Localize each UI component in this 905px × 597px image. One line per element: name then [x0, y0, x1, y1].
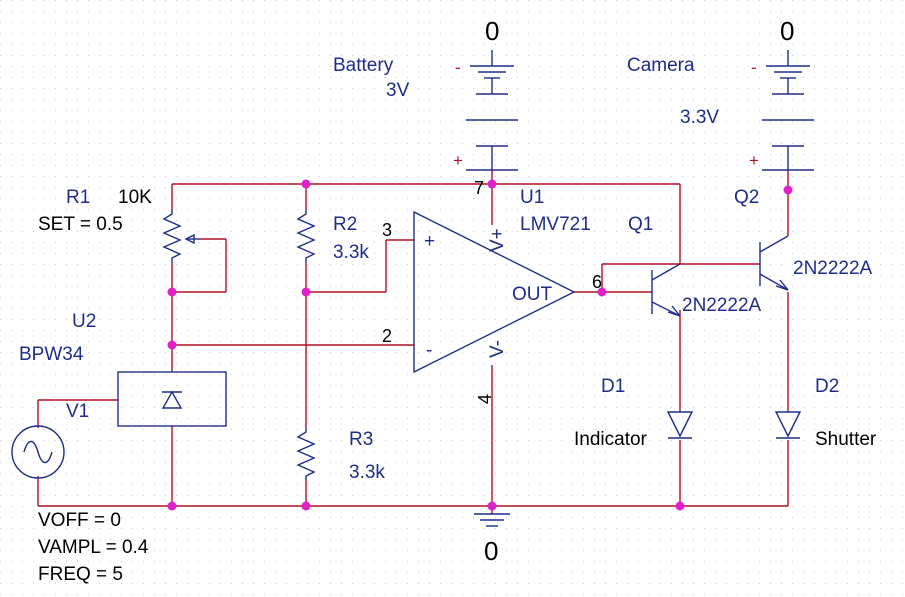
r3-name: R3	[349, 429, 373, 450]
bottom-ground-label: 0	[484, 536, 498, 566]
battery-name: Battery	[333, 55, 394, 76]
q2-name: Q2	[734, 187, 759, 208]
battery-symbol	[466, 50, 518, 171]
wires	[37, 170, 789, 514]
r1-set-param: SET = 0.5	[38, 214, 123, 235]
r1-value: 10K	[118, 187, 152, 208]
u1-minus-sign: -	[426, 340, 432, 361]
camera-value: 3.3V	[680, 107, 719, 128]
d1-diode	[666, 411, 694, 439]
u1-vminus-label: V-	[487, 340, 508, 358]
d2-diode	[774, 411, 802, 439]
r1-potentiometer	[162, 210, 200, 262]
u1-part: LMV721	[520, 214, 591, 235]
u2-photodiode	[117, 371, 227, 427]
q2-part: 2N2222A	[793, 258, 873, 279]
q2-transistor	[759, 235, 789, 291]
u1-pin-7: 7	[474, 178, 484, 198]
u1-pin-2: 2	[382, 326, 392, 346]
d1-name: D1	[601, 376, 625, 397]
u1-pin-3: 3	[382, 220, 392, 240]
u1-plus-sign: +	[424, 231, 435, 252]
u1-opamp	[413, 210, 576, 374]
q1-name: Q1	[628, 214, 653, 235]
camera-supply-symbol	[762, 50, 814, 171]
u2-name: U2	[72, 311, 96, 332]
r2-resistor	[296, 210, 316, 262]
v1-sine-source	[11, 425, 65, 479]
r3-value: 3.3k	[349, 462, 385, 483]
battery-minus-sign: -	[455, 58, 461, 77]
d2-name: D2	[815, 376, 839, 397]
r2-value: 3.3k	[333, 242, 369, 263]
u1-vplus-label: V+	[487, 228, 508, 252]
u1-pin-4: 4	[475, 394, 495, 404]
v1-freq: FREQ = 5	[38, 564, 123, 585]
ground-symbol-bottom	[474, 513, 510, 527]
q1-part: 2N2222A	[682, 295, 762, 316]
junction-dots	[167, 179, 793, 511]
battery-ground-label: 0	[485, 16, 499, 46]
battery-plus-sign: +	[453, 151, 463, 170]
camera-ground-label: 0	[780, 16, 794, 46]
camera-minus-sign: -	[751, 58, 757, 77]
camera-name: Camera	[627, 55, 695, 76]
v1-vampl: VAMPL = 0.4	[38, 537, 149, 558]
v1-voff: VOFF = 0	[38, 510, 121, 531]
u2-part: BPW34	[19, 344, 84, 365]
battery-value: 3V	[386, 80, 410, 101]
u1-pin-6: 6	[592, 272, 602, 292]
d2-value: Shutter	[815, 429, 877, 450]
d1-value: Indicator	[574, 429, 648, 450]
v1-name: V1	[66, 401, 89, 422]
u1-name: U1	[520, 187, 544, 208]
r1-name: R1	[66, 187, 90, 208]
u1-out-label: OUT	[512, 284, 553, 305]
camera-plus-sign: +	[749, 151, 759, 170]
r3-resistor	[296, 428, 316, 480]
r2-name: R2	[333, 214, 357, 235]
q1-transistor	[651, 263, 681, 317]
